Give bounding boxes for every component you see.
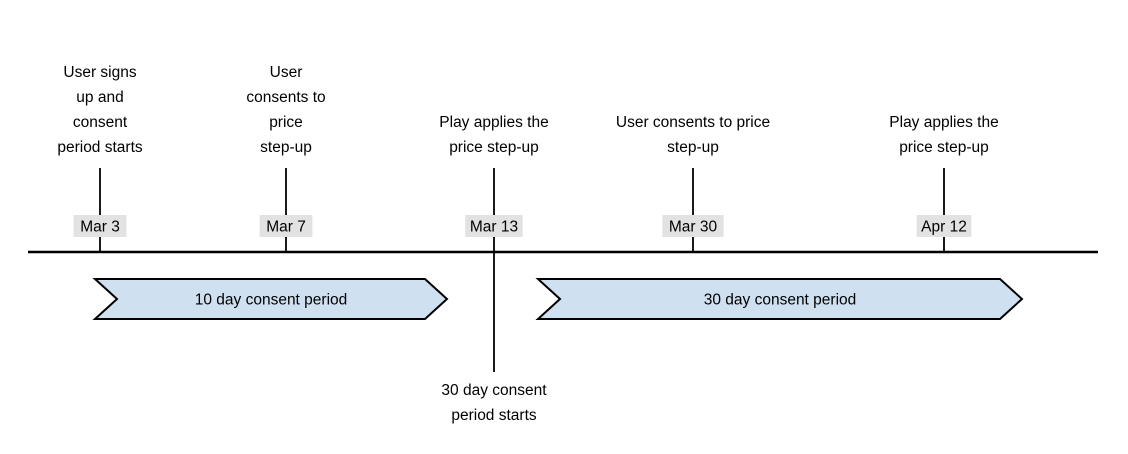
band-arrow-shape xyxy=(535,278,1024,320)
event-note-line: 30 day consent xyxy=(441,382,547,399)
consent-period-band-layer: 10 day consent period 30 day consent peri… xyxy=(92,278,1024,320)
band-arrow-shape xyxy=(92,278,449,320)
date-chip-background xyxy=(465,215,523,237)
event-label-line: User xyxy=(270,64,303,81)
consent-period-band: 30 day consent period xyxy=(535,278,1024,320)
consent-period-band: 10 day consent period xyxy=(92,278,449,320)
date-chip-background xyxy=(662,215,724,237)
date-marker: Mar 3 xyxy=(73,215,127,237)
date-label: Mar 3 xyxy=(80,219,120,236)
event-label-line: consents to xyxy=(246,89,325,106)
date-marker: Mar 7 xyxy=(259,215,313,237)
event-label: User consents to price step-up xyxy=(246,64,325,156)
date-chip-layer: Mar 3 Mar 7 Mar 13 Mar 30 Apr 12 xyxy=(73,215,972,237)
date-label: Mar 7 xyxy=(266,219,306,236)
event-label-line: price step-up xyxy=(449,139,539,156)
event-label-line: step-up xyxy=(667,139,719,156)
date-chip-background xyxy=(73,215,127,237)
date-chip-background xyxy=(259,215,313,237)
event-label-line: price step-up xyxy=(899,139,989,156)
band-label: 10 day consent period xyxy=(195,292,348,309)
event-label: Play applies the price step-up xyxy=(889,114,998,156)
event-label-line: consent xyxy=(73,114,128,131)
event-tick-layer xyxy=(99,168,945,372)
date-label: Mar 30 xyxy=(669,219,718,236)
band-label: 30 day consent period xyxy=(704,292,857,309)
event-label-line: step-up xyxy=(260,139,312,156)
date-marker: Apr 12 xyxy=(916,215,972,237)
event-label: User signs up and consent period starts xyxy=(57,64,143,156)
date-label: Apr 12 xyxy=(921,219,967,236)
event-label-line: Play applies the xyxy=(439,114,548,131)
event-label-line: Play applies the xyxy=(889,114,998,131)
event-label: User consents to price step-up xyxy=(616,114,770,156)
event-label-line: User signs xyxy=(63,64,136,81)
event-label-line: up and xyxy=(76,89,123,106)
event-label: Play applies the price step-up xyxy=(439,114,548,156)
event-label-line: period starts xyxy=(57,139,143,156)
date-chip-background xyxy=(916,215,972,237)
event-note-line: period starts xyxy=(451,407,537,424)
date-marker: Mar 30 xyxy=(662,215,724,237)
event-note-label: 30 day consent period starts xyxy=(441,382,547,424)
date-label: Mar 13 xyxy=(470,219,518,236)
date-marker: Mar 13 xyxy=(465,215,523,237)
event-label-line: User consents to price xyxy=(616,114,770,131)
event-label-line: price xyxy=(269,114,303,131)
